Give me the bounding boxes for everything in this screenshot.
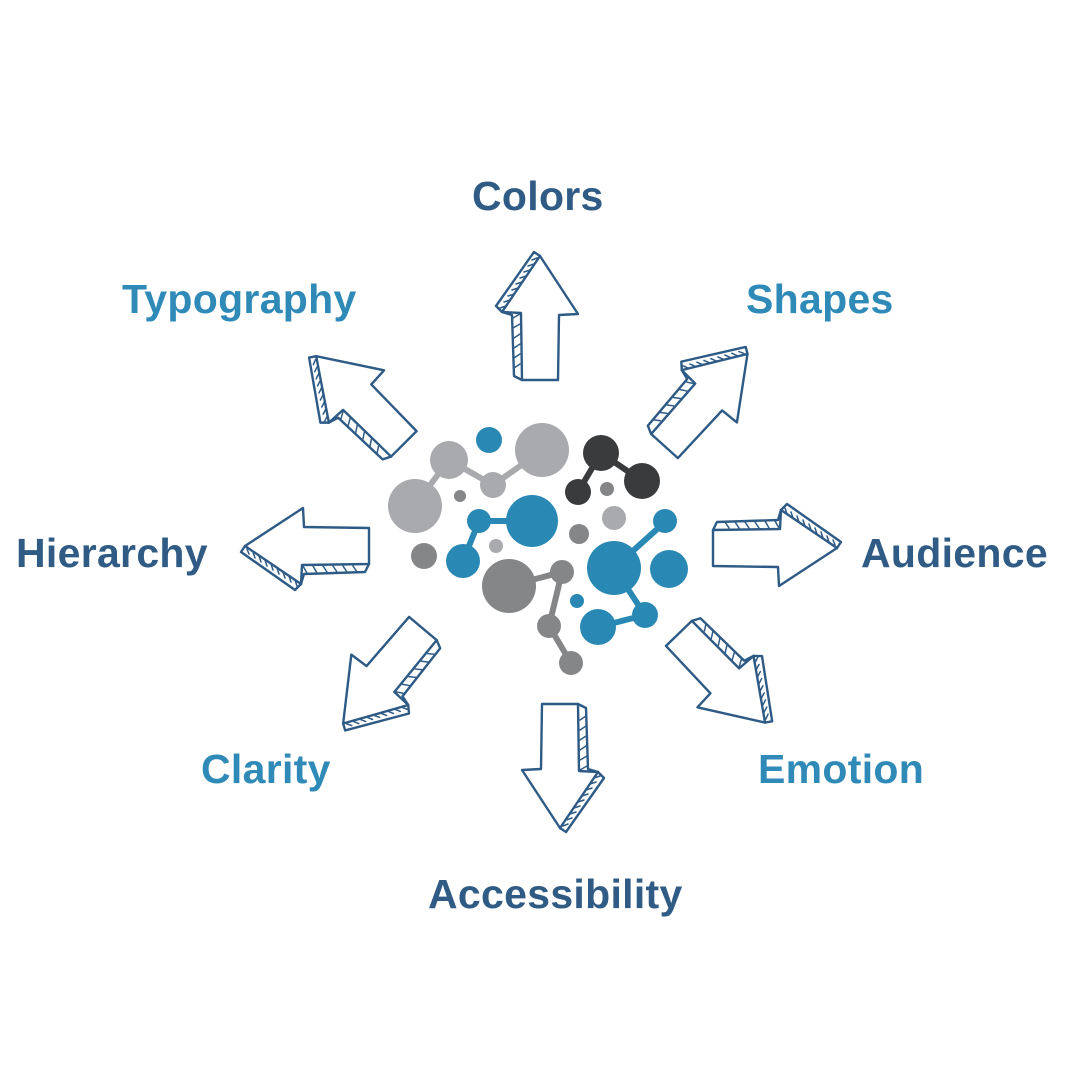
arrow-to-shapes (630, 320, 780, 473)
arrow-to-audience (711, 502, 843, 588)
arrow-to-emotion (650, 601, 801, 754)
label-accessibility: Accessibility (428, 871, 683, 917)
arrow-to-typography (281, 325, 432, 477)
label-clarity: Clarity (201, 746, 331, 792)
arrow-to-hierarchy (239, 506, 371, 592)
molecule-network-icon (388, 423, 688, 675)
arrow-to-clarity (310, 602, 458, 757)
label-colors: Colors (472, 173, 604, 219)
arrow-to-colors (494, 250, 580, 382)
label-hierarchy: Hierarchy (16, 530, 208, 576)
label-emotion: Emotion (758, 746, 925, 792)
arrow-to-accessibility (520, 702, 606, 834)
label-shapes: Shapes (746, 276, 894, 322)
label-typography: Typography (122, 276, 357, 322)
label-audience: Audience (861, 530, 1048, 576)
